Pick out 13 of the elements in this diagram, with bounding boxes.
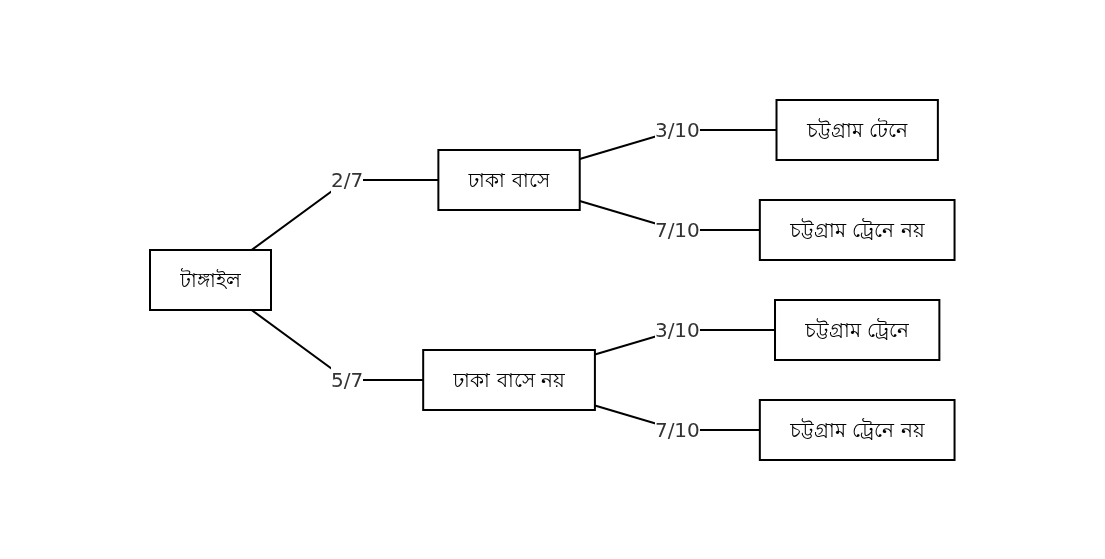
edge-label: 2/7 — [331, 167, 364, 192]
edge-label: 7/10 — [655, 217, 701, 242]
edge-label: 7/10 — [655, 417, 701, 442]
node-box: চট্টগ্রাম ট্রেনে — [774, 298, 941, 361]
node-box: টাঙ্গাইল — [149, 248, 273, 311]
edge-label: 3/10 — [655, 117, 701, 142]
edge-label: 5/7 — [331, 367, 364, 392]
node-box: ঢাকা বাসে — [437, 148, 581, 211]
node-box: চট্টগ্রাম টেনে — [775, 98, 940, 161]
edge-label: 3/10 — [655, 317, 701, 342]
node-box: ঢাকা বাসে নয় — [422, 348, 597, 411]
node-box: চট্টগ্রাম ট্রেনে নয় — [759, 198, 956, 261]
node-box: চট্টগ্রাম ট্রেনে নয় — [759, 398, 956, 461]
